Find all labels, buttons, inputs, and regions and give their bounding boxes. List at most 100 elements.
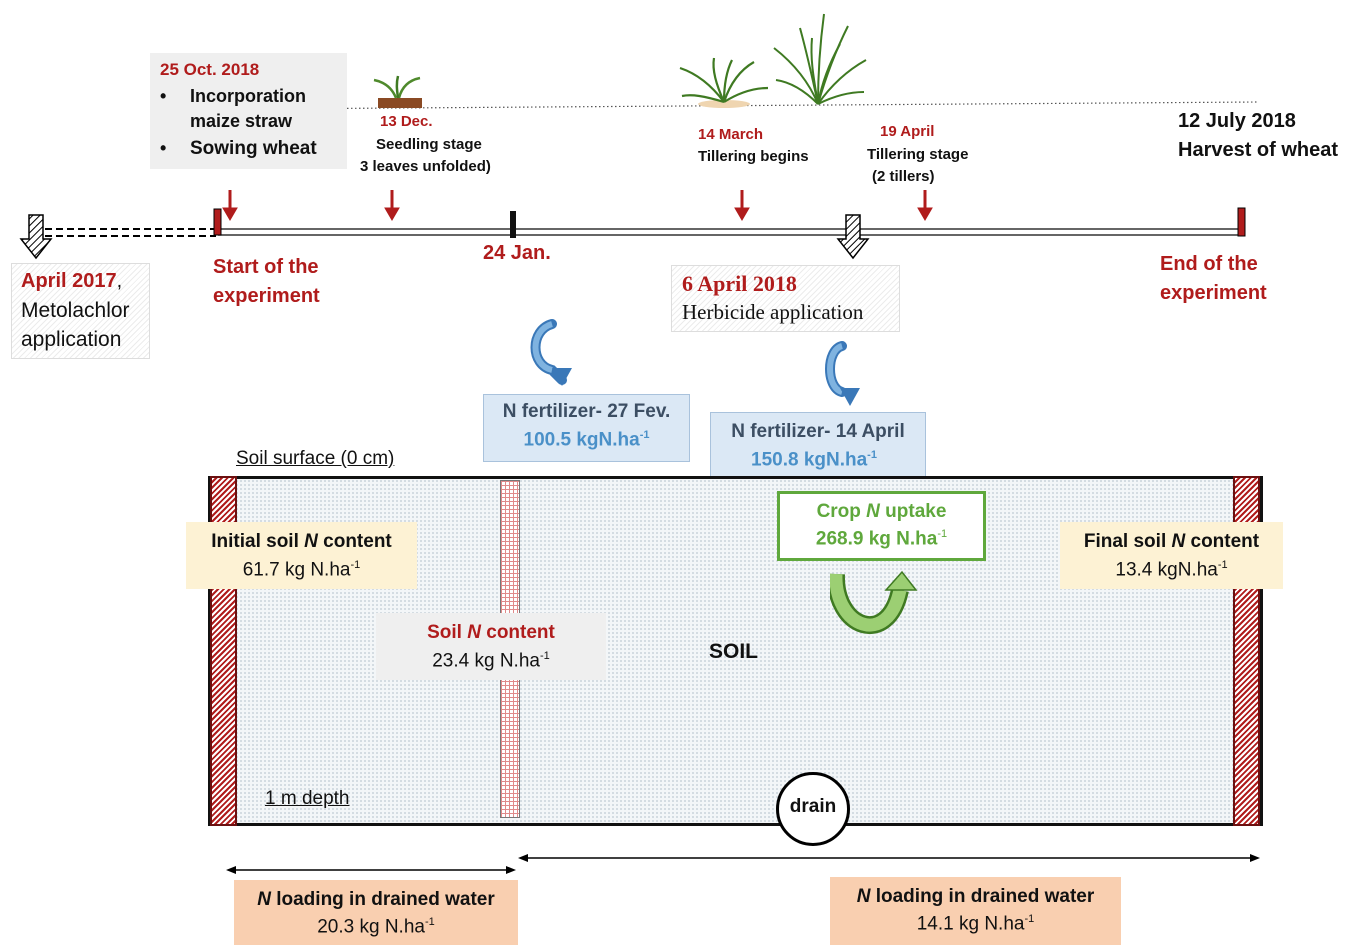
drained-left-box: N loading in drained water 20.3 kg N.ha-… [234, 880, 518, 945]
harvest-date: 12 July 2018 [1178, 110, 1296, 132]
jan-label: 24 Jan. [483, 242, 551, 264]
final-soil-post: content [1185, 531, 1260, 552]
initial-soil-pre: Initial soil [211, 531, 305, 552]
initial-soil-title: Initial soil N content [186, 531, 417, 553]
drain-label: drain [789, 796, 837, 817]
initial-soil-post: content [317, 531, 392, 552]
final-soil-box: Final soil N content 13.4 kgN.ha-1 [1060, 522, 1283, 589]
drain-icon [776, 772, 850, 846]
soil-n-unit-exp: -1 [539, 650, 550, 662]
metolachlor-label: Metolachlor [21, 299, 130, 322]
soil-n-post: content [480, 622, 555, 643]
end-experiment-label: experiment [1160, 282, 1267, 304]
mature-plant-icon [773, 13, 867, 105]
end-label: End of the [1160, 253, 1258, 275]
drained-right-value: 14.1 kg N.ha [916, 913, 1025, 935]
drained-left-n: N [257, 889, 271, 910]
start-marker [213, 208, 222, 236]
fertilizer-1-value-line: 100.5 kgN.ha-1 [484, 429, 689, 451]
end-marker [1237, 207, 1246, 237]
soil-n-pre: Soil [427, 622, 468, 643]
seedling-date: 13 Dec. [380, 113, 433, 130]
drained-right-title: N loading in drained water [830, 886, 1121, 908]
drained-right-n: N [856, 886, 871, 907]
final-soil-unit-exp: -1 [1217, 559, 1228, 571]
drained-right-box: N loading in drained water 14.1 kg N.ha-… [830, 877, 1121, 945]
bullet-2: • [160, 138, 167, 158]
crop-uptake-arrow [830, 570, 918, 634]
start-label: Start of the [213, 256, 319, 278]
drainage-period-arrows [226, 854, 1260, 874]
maize-straw-label: maize straw [190, 111, 293, 131]
fertilizer-2-unit-exp: -1 [867, 449, 877, 461]
sowing-date: 25 Oct. 2018 [160, 60, 260, 79]
herbicide-arrow [836, 214, 870, 260]
harvest-label: Harvest of wheat [1178, 139, 1339, 161]
tillering-plant-icon [679, 57, 769, 108]
soil-surface-label: Soil surface (0 cm) [236, 448, 395, 469]
crop-uptake-n: N [866, 501, 880, 522]
drained-left-value-line: 20.3 kg N.ha-1 [234, 916, 518, 938]
drained-left-value: 20.3 kg N.ha [317, 916, 425, 938]
tillering-stage-label: Tillering stage [867, 146, 969, 163]
initial-soil-n: N [304, 531, 318, 552]
seedling-leaves-label: 3 leaves unfolded) [360, 158, 491, 175]
fertilizer-arrow-2 [825, 341, 860, 406]
fertilizer-1-value: 100.5 kgN.ha [523, 429, 640, 451]
jan-marker [510, 211, 516, 238]
metolachlor-date-line: April 2017, [21, 270, 122, 293]
crop-uptake-unit-exp: -1 [937, 528, 948, 540]
incorporation-label: Incorporation [190, 86, 306, 106]
final-soil-pre: Final soil [1083, 531, 1172, 552]
fertilizer-2-value-line: 150.8 kgN.ha-1 [711, 449, 925, 471]
crop-uptake-post: uptake [879, 501, 947, 522]
drained-left-title: N loading in drained water [234, 889, 518, 911]
final-soil-value: 13.4 kgN.ha [1115, 559, 1218, 581]
fertilizer-1-label: N fertilizer- 27 Fev. [502, 401, 671, 422]
fertilizer-1-unit-exp: -1 [639, 429, 650, 441]
bullet-1: • [160, 86, 167, 106]
crop-uptake-box: Crop N uptake 268.9 kg N.ha-1 [777, 491, 986, 561]
metolachlor-arrow [19, 214, 53, 260]
final-soil-n: N [1171, 531, 1186, 552]
soil-n-n: N [467, 622, 481, 643]
fertilizer-arrow-1 [530, 319, 572, 386]
final-soil-value-line: 13.4 kgN.ha-1 [1060, 559, 1283, 581]
fertilizer-box-1: N fertilizer- 27 Fev. 100.5 kgN.ha-1 [483, 394, 690, 462]
tillering-begins-date: 14 March [698, 126, 764, 143]
metolachlor-application-label: application [21, 328, 122, 351]
soil-n-title: Soil N content [376, 622, 606, 644]
drained-left-unit-exp: -1 [424, 916, 435, 928]
initial-soil-value-line: 61.7 kg N.ha-1 [186, 559, 417, 581]
fertilizer-2-label: N fertilizer- 14 April [731, 421, 905, 442]
metolachlor-comma: , [116, 270, 123, 292]
depth-label: 1 m depth [265, 788, 350, 809]
crop-uptake-title: Crop N uptake [780, 501, 983, 523]
initial-soil-unit-exp: -1 [350, 559, 361, 571]
drained-right-unit-exp: -1 [1024, 913, 1035, 925]
herbicide-label: Herbicide application [682, 300, 864, 324]
crop-uptake-value: 268.9 kg N.ha [815, 528, 938, 550]
metolachlor-box [11, 263, 150, 359]
sowing-box [150, 53, 347, 169]
drained-right-post: loading in drained water [870, 886, 1095, 907]
fertilizer-2-value: 150.8 kgN.ha [751, 449, 868, 471]
sowing-wheat-label: Sowing wheat [190, 138, 317, 159]
start-experiment-label: experiment [213, 285, 320, 307]
event-arrows [222, 190, 933, 221]
fertilizer-box-2: N fertilizer- 14 April 150.8 kgN.ha-1 [710, 412, 926, 478]
seedling-plant-icon [373, 75, 422, 108]
metolachlor-date: April 2017 [21, 270, 117, 292]
initial-soil-value: 61.7 kg N.ha [242, 559, 351, 581]
crop-uptake-value-line: 268.9 kg N.ha-1 [780, 528, 983, 550]
drained-left-post: loading in drained water [270, 889, 495, 910]
drained-right-value-line: 14.1 kg N.ha-1 [830, 913, 1121, 935]
final-soil-title: Final soil N content [1060, 531, 1283, 553]
soil-label: SOIL [709, 640, 759, 663]
crop-uptake-pre: Crop [816, 501, 867, 522]
tillering-stage-date: 19 April [880, 123, 935, 140]
herbicide-box [671, 265, 900, 332]
tillering-begins-label: Tillering begins [698, 148, 809, 165]
soil-n-value: 23.4 kg N.ha [432, 650, 540, 672]
herbicide-date: 6 April 2018 [682, 271, 797, 296]
